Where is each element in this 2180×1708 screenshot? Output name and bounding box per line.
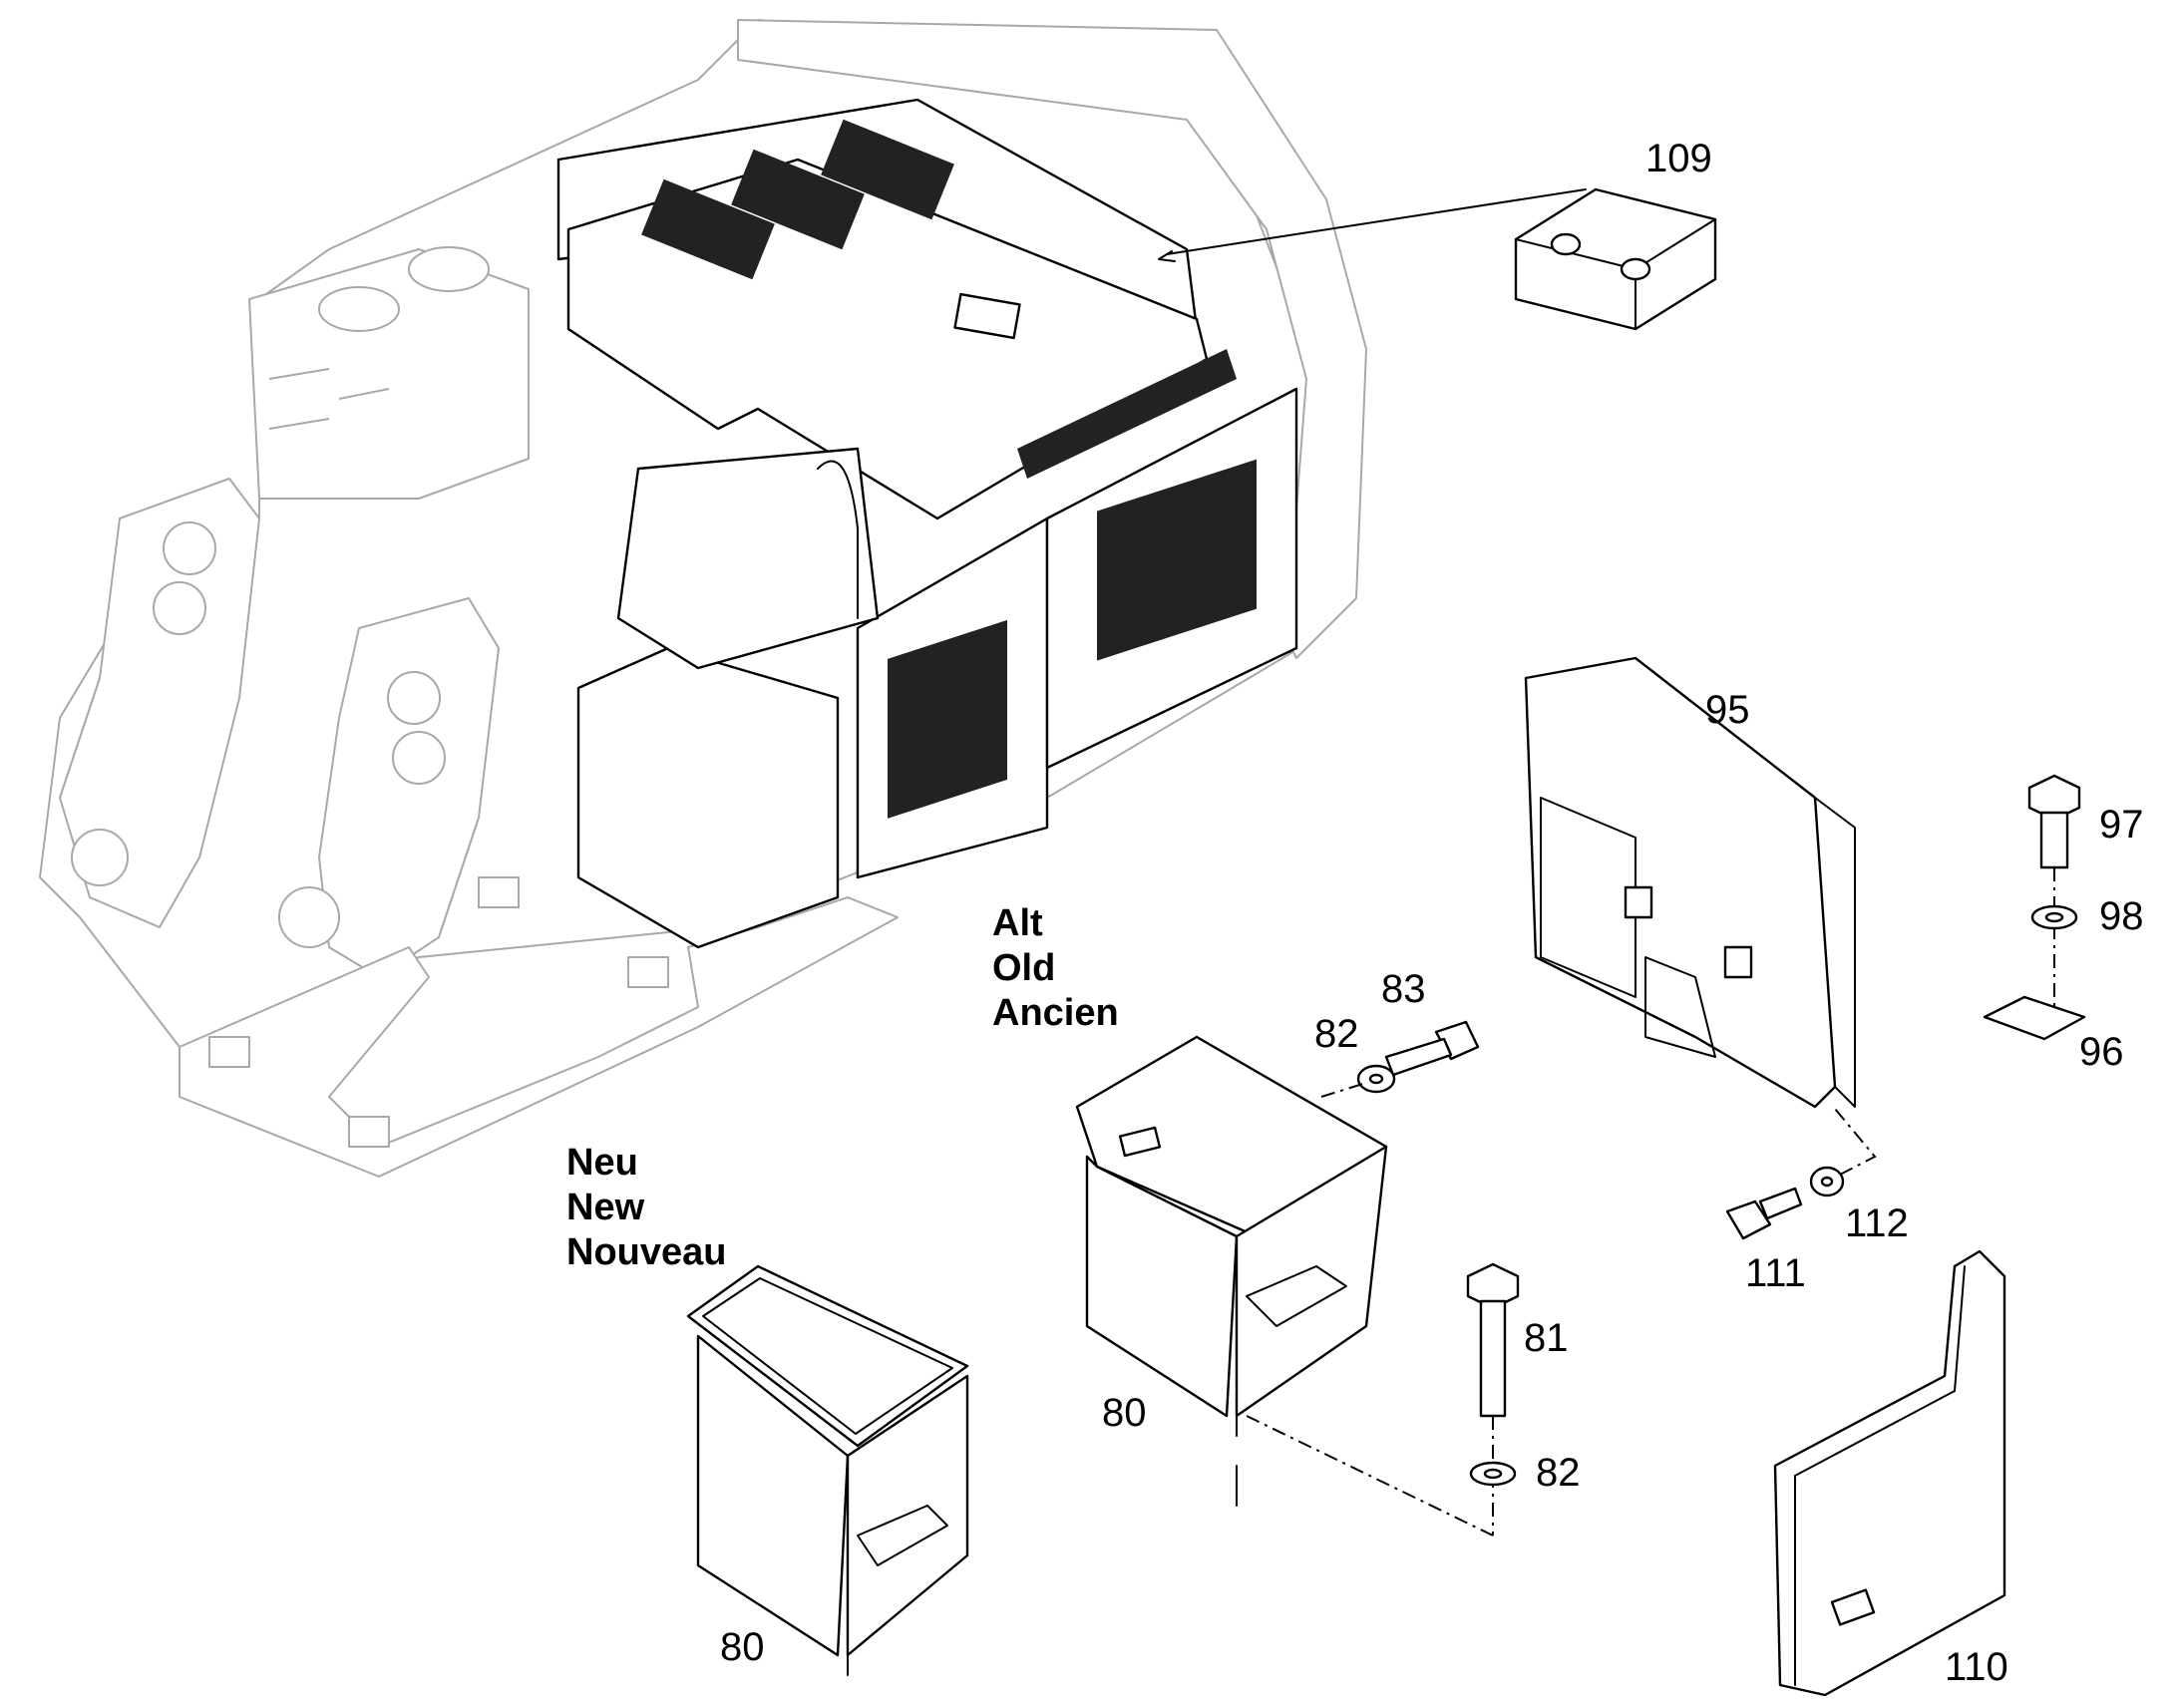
callout-82-lower: 82 — [1536, 1451, 1581, 1495]
hood-hatch — [953, 292, 1021, 340]
part-95-side-panel: 95 — [1524, 656, 1856, 1109]
cover-plate-hole-2 — [1620, 257, 1651, 281]
note-old-version: Alt Old Ancien — [992, 902, 1119, 1034]
callout-111: 111 — [1745, 1251, 1806, 1295]
washer-112-hole — [1820, 1176, 1834, 1188]
note-new-line-1: Neu — [566, 1142, 638, 1184]
callout-95: 95 — [1705, 688, 1750, 732]
leader-arrow-109 — [1158, 250, 1176, 262]
callout-81: 81 — [1524, 1316, 1569, 1360]
battery-box-new-lid-rim — [702, 1277, 953, 1435]
fastener-set-83-82: 83 82 — [1314, 967, 1480, 1098]
part-109-cover-plate: 109 — [1158, 137, 1717, 331]
part-80-battery-box-new: 80 — [686, 1264, 969, 1676]
bolt-97-shank — [2039, 811, 2069, 869]
pin-hole-5 — [392, 731, 446, 785]
fastener-set-81-82: 81 82 — [1246, 1262, 1581, 1537]
bolt-81-head — [1466, 1262, 1520, 1310]
callout-109: 109 — [1645, 137, 1712, 180]
mount-pad-2 — [348, 1116, 390, 1148]
mount-pad-1 — [208, 1036, 250, 1068]
note-old-line-3: Ancien — [992, 992, 1119, 1034]
callout-80-old: 80 — [1102, 1391, 1147, 1435]
door-panel-110-body — [1773, 1249, 2006, 1697]
cab-bracket-panel — [616, 447, 880, 670]
washer-82-lower-hole — [1483, 1468, 1503, 1480]
bolt-111-head — [1725, 1199, 1772, 1240]
pin-hole-1 — [163, 521, 216, 575]
cover-plate-hole-1 — [1550, 232, 1582, 256]
note-old-line-2: Old — [992, 947, 1055, 989]
callout-97: 97 — [2099, 803, 2144, 847]
tank-cap-left — [318, 286, 400, 332]
bolt-81-shank — [1479, 1299, 1507, 1418]
battery-box-old-latch — [1118, 1126, 1162, 1158]
pin-hole-6 — [278, 886, 340, 948]
bracket-96 — [1983, 995, 2086, 1041]
hood-vent-1 — [641, 178, 775, 280]
callout-82-upper: 82 — [1314, 1012, 1359, 1056]
part-80-battery-box-old: 80 — [1075, 1035, 1388, 1507]
side-grill-left — [888, 619, 1007, 819]
mount-pad-3 — [478, 876, 520, 908]
machine-assembly — [39, 19, 1367, 1178]
bolt-83-shank — [1384, 1037, 1453, 1077]
note-new-version: Neu New Nouveau — [566, 1142, 726, 1273]
leader-line-109 — [1166, 188, 1587, 255]
battery-box-old-front — [1085, 1155, 1239, 1418]
axis-line-83 — [1320, 1082, 1367, 1098]
tank-cap-right — [408, 246, 490, 292]
pin-hole-3 — [71, 829, 129, 886]
door-panel-110-latch — [1830, 1588, 1876, 1626]
bolt-111-shank — [1758, 1187, 1803, 1220]
side-vent-strip — [1017, 349, 1237, 479]
bolt-97-head — [2027, 774, 2081, 822]
hood-vent-3 — [821, 119, 954, 220]
side-panel-95-tab-2 — [1723, 945, 1753, 979]
side-panel-95-inset — [1540, 797, 1636, 998]
callout-80-new: 80 — [720, 1625, 765, 1669]
side-panel-95-tab-1 — [1624, 885, 1653, 919]
hood-vent-2 — [731, 149, 865, 250]
callout-83: 83 — [1381, 967, 1426, 1011]
boom-mount-left — [59, 478, 260, 928]
tank-detail — [268, 368, 390, 430]
cover-plate-shape — [1514, 187, 1717, 331]
note-old-line-1: Alt — [992, 902, 1043, 944]
washer-98-hole — [2044, 911, 2064, 923]
note-new-line-3: Nouveau — [566, 1231, 726, 1273]
battery-box-old-tray — [1246, 1265, 1347, 1327]
side-grill-right — [1097, 459, 1257, 661]
mount-pad-4 — [627, 956, 669, 988]
callout-112: 112 — [1845, 1201, 1909, 1245]
rear-frame — [179, 896, 899, 1178]
side-panel-95-flange — [1814, 797, 1856, 1108]
pin-hole-2 — [153, 581, 206, 635]
pin-hole-4 — [387, 671, 441, 725]
part-110-door-panel: 110 — [1773, 1249, 2008, 1697]
callout-110: 110 — [1945, 1645, 2008, 1689]
side-panel-95-cutout — [1644, 956, 1716, 1058]
washer-82-upper-hole — [1368, 1073, 1384, 1085]
battery-box-new-tray — [857, 1505, 948, 1566]
hydraulic-tank — [248, 248, 530, 500]
side-panel-95-body — [1524, 656, 1837, 1109]
battery-box-new-lid — [686, 1264, 969, 1448]
door-panel-110-edge — [1794, 1265, 1966, 1686]
fastener-set-111-112: 111 112 — [1725, 1108, 1909, 1295]
axis-line-111 — [1834, 1108, 1877, 1176]
callout-98: 98 — [2099, 894, 2144, 938]
fastener-set-97-98-96: 97 98 96 — [1983, 774, 2144, 1074]
note-new-line-2: New — [566, 1187, 645, 1228]
handrail — [817, 460, 859, 619]
axis-link-80-81 — [1246, 1415, 1494, 1537]
battery-box-new-front — [696, 1334, 850, 1657]
callout-96: 96 — [2079, 1030, 2124, 1074]
